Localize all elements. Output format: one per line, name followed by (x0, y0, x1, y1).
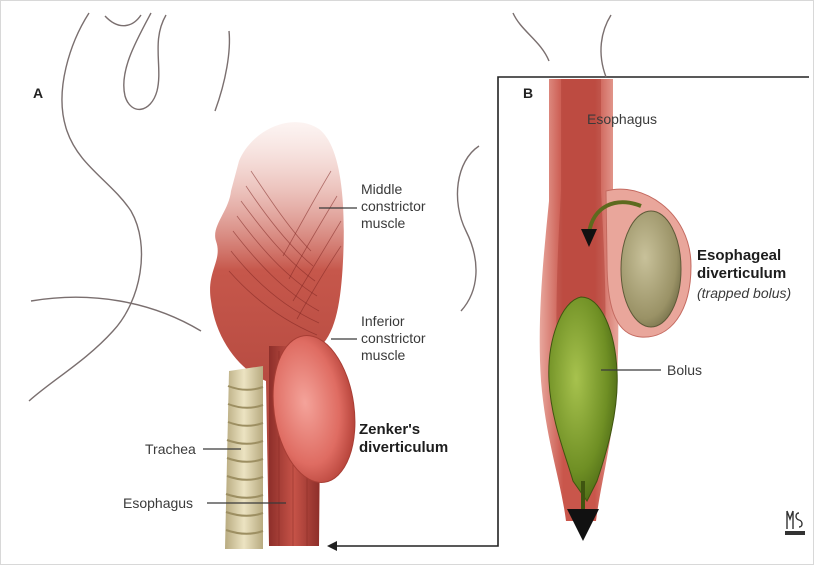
label-bolus: Bolus (667, 362, 702, 379)
connector-arrowhead (327, 541, 337, 551)
trachea-rings (225, 366, 263, 549)
panel-a-letter: A (33, 85, 43, 101)
label-middle-constrictor: Middle constrictor muscle (361, 181, 426, 232)
head-outline-a (29, 13, 229, 401)
arrowhead-down (567, 509, 599, 541)
label-trachea: Trachea (145, 441, 196, 458)
label-inferior-constrictor: Inferior constrictor muscle (361, 313, 426, 364)
panel-b-letter: B (523, 85, 533, 101)
label-esophageal-diverticulum: Esophageal diverticulum (697, 247, 786, 283)
publisher-logo (785, 511, 805, 535)
label-esophagus-b: Esophagus (587, 111, 657, 128)
label-trapped-bolus: (trapped bolus) (697, 285, 791, 302)
label-zenkers-diverticulum: Zenker's diverticulum (359, 421, 448, 457)
esophageal-pouch (606, 189, 691, 337)
label-esophagus-a: Esophagus (123, 495, 193, 512)
